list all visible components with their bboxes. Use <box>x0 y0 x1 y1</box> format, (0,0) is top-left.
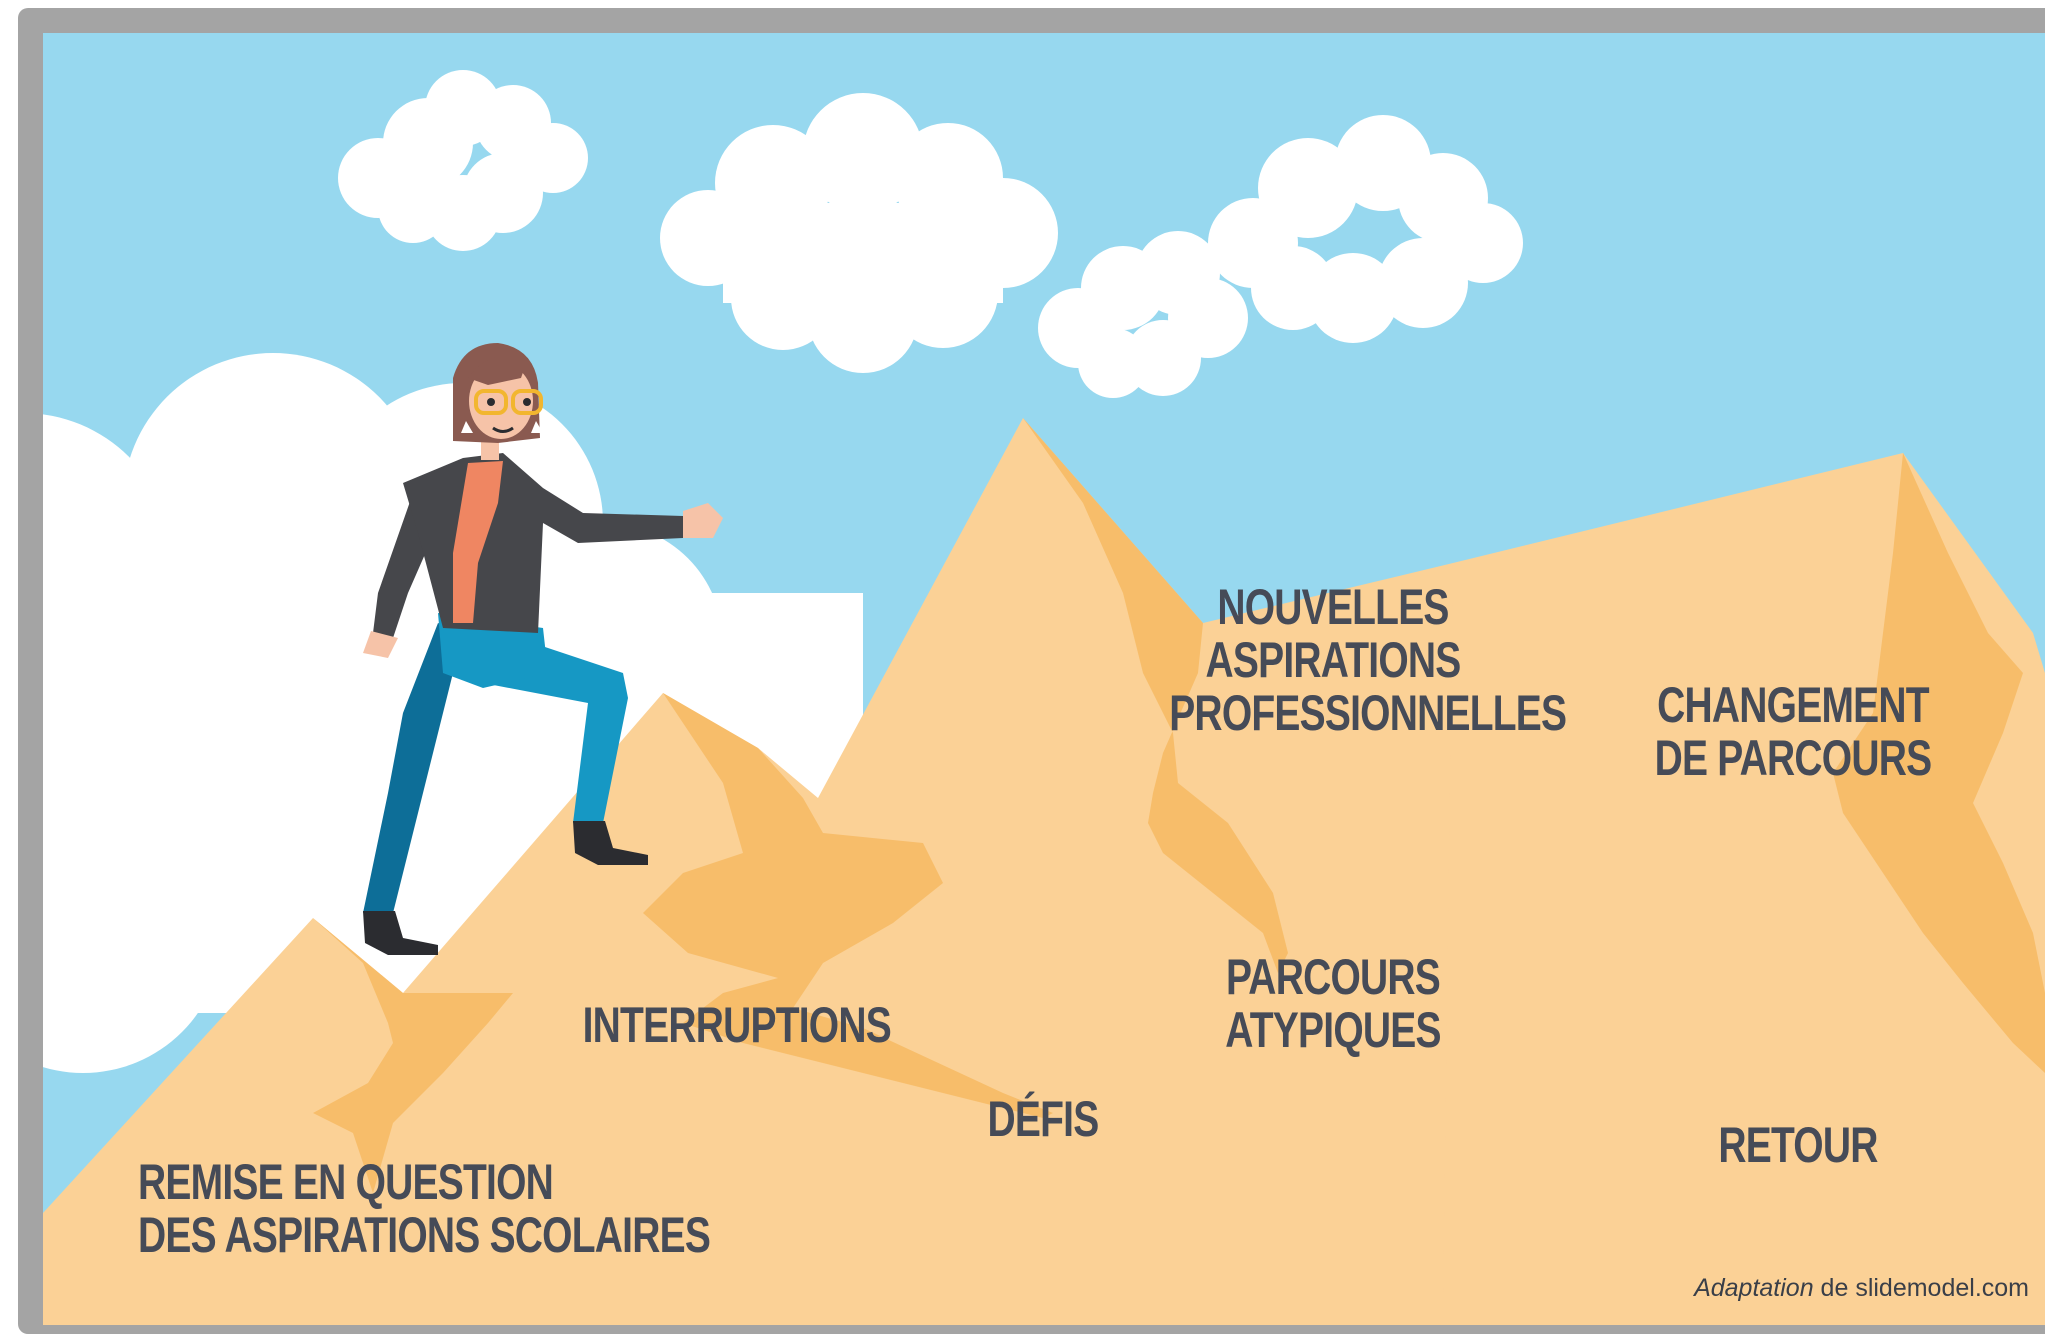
label-parcours-line2: ATYPIQUES <box>1225 1002 1441 1058</box>
shadow-tall-peak <box>1023 418 1288 973</box>
shadow-left-peak <box>313 918 513 1193</box>
label-defis: DÉFIS <box>965 1093 1121 1146</box>
label-nouvelles-line2: ASPIRATIONS <box>1205 632 1461 688</box>
climber-woman <box>363 343 723 955</box>
label-remise-en-question: REMISE EN QUESTION DES ASPIRATIONS SCOLA… <box>138 1154 711 1263</box>
label-remise-line1: REMISE EN QUESTION <box>138 1154 554 1210</box>
cloud-right <box>1038 115 1523 398</box>
label-parcours-atypiques: PARCOURS ATYPIQUES <box>1216 951 1450 1057</box>
mountain-scene: REMISE EN QUESTION DES ASPIRATIONS SCOLA… <box>43 33 2045 1325</box>
label-remise-line2: DES ASPIRATIONS SCOLAIRES <box>138 1207 711 1263</box>
shadow-right-peak <box>1833 453 2045 1073</box>
label-changement-line2: DE PARCOURS <box>1654 730 1933 786</box>
label-nouvelles-aspirations: NOUVELLES ASPIRATIONS PROFESSIONNELLES <box>1169 579 1567 741</box>
label-changement-line1: CHANGEMENT <box>1657 677 1929 733</box>
label-nouvelles-line3: PROFESSIONNELLES <box>1169 685 1567 741</box>
cloud-large <box>660 93 1058 373</box>
label-retour: RETOUR <box>1693 1119 1904 1172</box>
cloud-background <box>43 353 863 1073</box>
credit-prefix: Adaptation <box>1694 1274 1814 1302</box>
credit-middle: de <box>1813 1274 1856 1302</box>
label-interruptions-text: INTERRUPTIONS <box>582 997 892 1053</box>
credit-site: slidemodel.com <box>1855 1274 2029 1302</box>
scene-illustration <box>43 33 2045 1325</box>
label-interruptions: INTERRUPTIONS <box>582 997 892 1053</box>
label-nouvelles-line1: NOUVELLES <box>1217 579 1449 635</box>
label-changement-de-parcours: CHANGEMENT DE PARCOURS <box>1645 679 1941 785</box>
shadow-middle-peak <box>643 693 1053 1118</box>
label-defis-text: DÉFIS <box>987 1091 1100 1147</box>
source-credit: Adaptation de slidemodel.com <box>1694 1274 2029 1303</box>
label-parcours-line1: PARCOURS <box>1225 949 1441 1005</box>
label-retour-text: RETOUR <box>1718 1117 1878 1173</box>
cloud-small <box>338 70 588 251</box>
